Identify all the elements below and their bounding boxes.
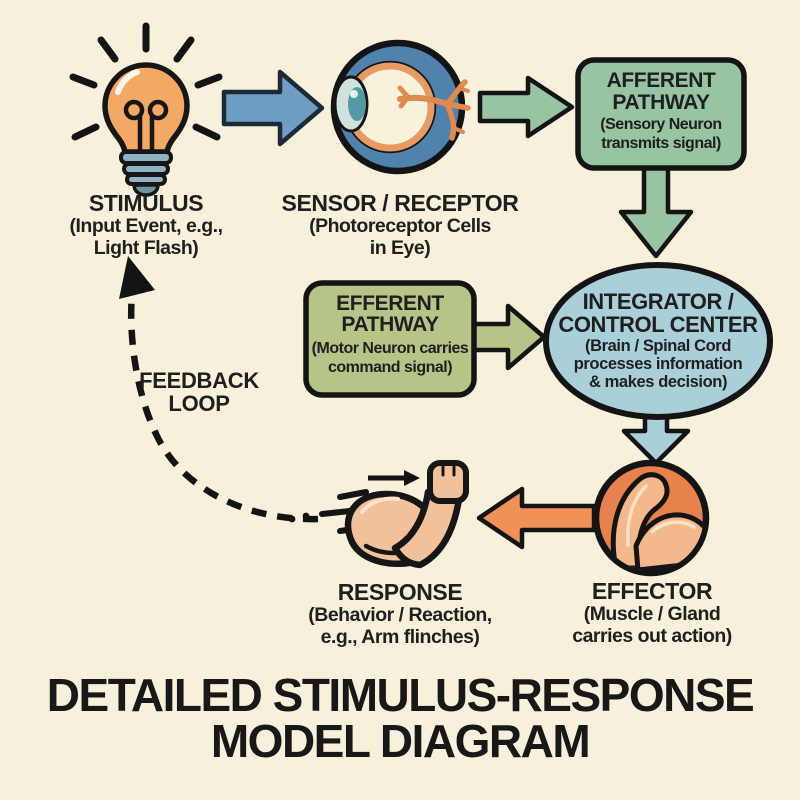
sensor-sub-2: in Eye) <box>369 237 431 259</box>
efferent-pathway-box <box>303 280 477 398</box>
arrow-efferent-to-integrator <box>467 303 547 371</box>
fist <box>427 460 469 504</box>
arrow-sensor-to-afferent <box>477 75 575 139</box>
afferent-label-1: AFFERENT <box>606 69 716 92</box>
efferent-label-2: PATHWAY <box>341 313 439 336</box>
afferent-label-2: PATHWAY <box>612 91 710 114</box>
effector-label: EFFECTOR <box>591 578 713 604</box>
stimulus-sub-1: (Input Event, e.g., <box>69 215 223 237</box>
sensor-label: SENSOR / RECEPTOR <box>281 190 519 216</box>
efferent-sub-1: (Motor Neuron carries <box>311 340 469 357</box>
effector-circle <box>592 459 710 577</box>
integrator-sub-3: & makes decision) <box>588 373 728 391</box>
eye-icon <box>330 39 471 175</box>
feedback-label-2: LOOP <box>168 391 230 416</box>
feedback-loop-arrow <box>119 256 319 523</box>
diagram-title-line-2: MODEL DIAGRAM <box>210 715 591 767</box>
efferent-label-1: EFFERENT <box>336 292 444 315</box>
effector-sub-1: (Muscle / Gland <box>583 603 721 625</box>
response-sub-2: e.g., Arm flinches) <box>320 626 480 648</box>
motion-arrow-icon <box>368 470 420 486</box>
optic-nerve <box>397 79 471 141</box>
diagram-title-line-1: DETAILED STIMULUS-RESPONSE <box>46 669 755 721</box>
integrator-sub-1: (Brain / Spinal Cord <box>584 337 732 355</box>
response-sub-1: (Behavior / Reaction, <box>308 604 492 626</box>
afferent-sub-2: transmits signal) <box>601 135 721 152</box>
flexed-arm-icon <box>288 460 469 569</box>
light-bulb-icon <box>69 22 223 197</box>
afferent-sub-1: (Sensory Neuron <box>600 116 722 133</box>
stimulus-label: STIMULUS <box>88 190 204 216</box>
integrator-ellipse <box>543 262 773 420</box>
arrow-effector-to-response <box>476 486 597 550</box>
integrator-sub-2: processes information <box>573 355 743 373</box>
bulb-filament <box>123 99 169 153</box>
feedback-label-1: FEEDBACK <box>139 368 259 393</box>
bulb-base <box>119 150 173 197</box>
stimulus-sub-2: Light Flash) <box>93 237 199 259</box>
bulb-rays <box>69 22 223 141</box>
afferent-pathway-box <box>575 57 747 171</box>
feedback-arrowhead <box>119 256 155 299</box>
arrow-afferent-to-integrator <box>618 157 694 259</box>
integrator-label-2: CONTROL CENTER <box>558 312 758 337</box>
sensor-sub-1: (Photoreceptor Cells <box>309 215 491 237</box>
effector-sub-2: carries out action) <box>572 625 732 647</box>
integrator-label-1: INTEGRATOR / <box>582 289 734 314</box>
arrow-stimulus-to-sensor <box>221 69 325 147</box>
response-label: RESPONSE <box>337 579 463 605</box>
efferent-sub-2: command signal) <box>327 359 453 376</box>
